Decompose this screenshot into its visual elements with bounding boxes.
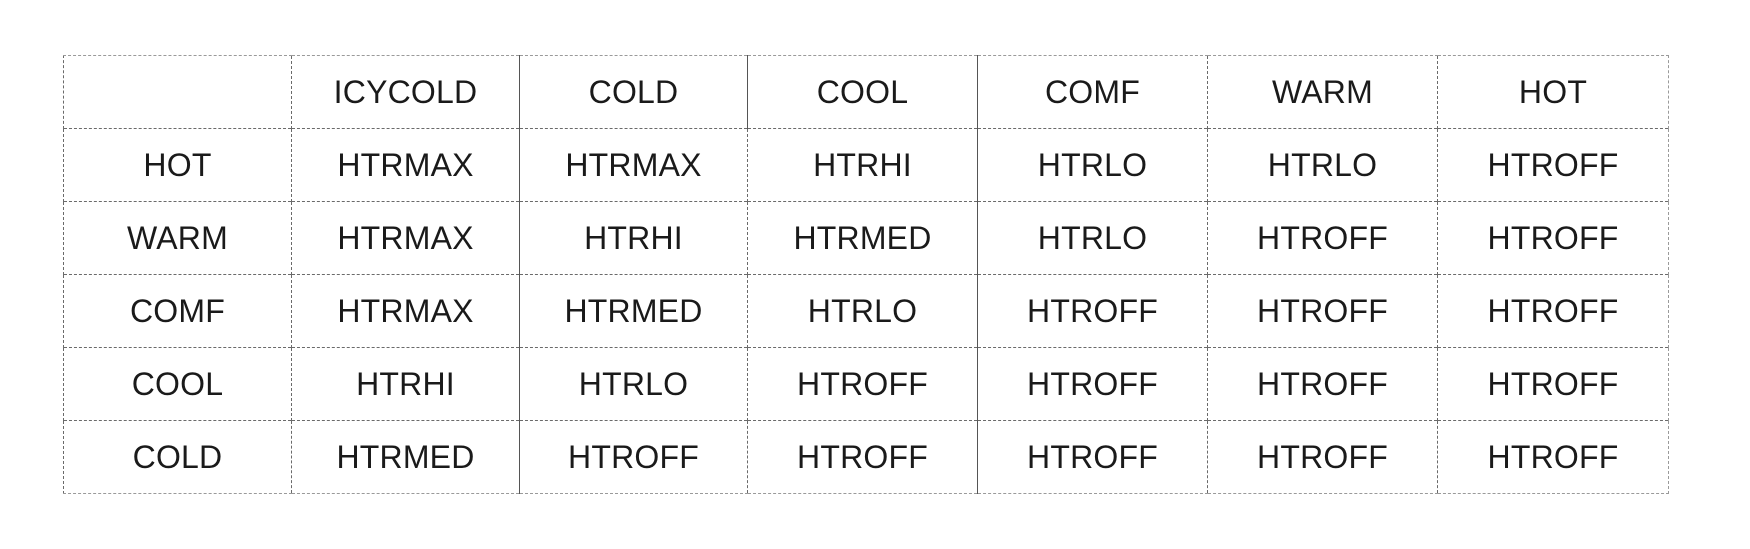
header-row: ICYCOLD COLD COOL COMF WARM HOT: [63, 55, 1669, 129]
table-cell: HTROFF: [977, 420, 1208, 494]
row-header: COLD: [63, 420, 292, 494]
table-cell: HTROFF: [747, 420, 978, 494]
table-cell: HTROFF: [747, 347, 978, 421]
corner-cell: [63, 55, 292, 129]
table-row: COOL HTRHI HTRLO HTROFF HTROFF HTROFF HT…: [63, 347, 1669, 421]
column-header: COLD: [519, 55, 748, 129]
row-header: HOT: [63, 128, 292, 202]
heater-lookup-table-container: ICYCOLD COLD COOL COMF WARM HOT HOT HTRM…: [63, 55, 1669, 494]
table-cell: HTROFF: [1207, 274, 1438, 348]
table-cell: HTROFF: [1437, 128, 1669, 202]
heater-lookup-table: ICYCOLD COLD COOL COMF WARM HOT HOT HTRM…: [63, 55, 1669, 494]
table-cell: HTROFF: [977, 274, 1208, 348]
column-header: ICYCOLD: [291, 55, 520, 129]
row-header: COOL: [63, 347, 292, 421]
table-cell: HTROFF: [977, 347, 1208, 421]
table-cell: HTRMAX: [291, 274, 520, 348]
table-cell: HTRLO: [1207, 128, 1438, 202]
table-cell: HTROFF: [1437, 274, 1669, 348]
table-cell: HTRMAX: [519, 128, 748, 202]
table-cell: HTRMED: [519, 274, 748, 348]
table-cell: HTROFF: [519, 420, 748, 494]
column-header: HOT: [1437, 55, 1669, 129]
table-row: COLD HTRMED HTROFF HTROFF HTROFF HTROFF …: [63, 420, 1669, 494]
table-row: HOT HTRMAX HTRMAX HTRHI HTRLO HTRLO HTRO…: [63, 128, 1669, 202]
table-cell: HTRLO: [519, 347, 748, 421]
row-header: WARM: [63, 201, 292, 275]
table-cell: HTRMED: [291, 420, 520, 494]
table-cell: HTROFF: [1207, 347, 1438, 421]
column-header: COMF: [977, 55, 1208, 129]
table-row: WARM HTRMAX HTRHI HTRMED HTRLO HTROFF HT…: [63, 201, 1669, 275]
table-cell: HTROFF: [1437, 347, 1669, 421]
table-cell: HTROFF: [1207, 201, 1438, 275]
table-cell: HTRHI: [291, 347, 520, 421]
table-cell: HTRMAX: [291, 128, 520, 202]
table-cell: HTRLO: [977, 128, 1208, 202]
table-cell: HTRHI: [519, 201, 748, 275]
table-cell: HTROFF: [1437, 420, 1669, 494]
row-header: COMF: [63, 274, 292, 348]
table-cell: HTRMAX: [291, 201, 520, 275]
table-cell: HTROFF: [1437, 201, 1669, 275]
table-cell: HTRHI: [747, 128, 978, 202]
table-row: COMF HTRMAX HTRMED HTRLO HTROFF HTROFF H…: [63, 274, 1669, 348]
table-cell: HTRMED: [747, 201, 978, 275]
table-cell: HTROFF: [1207, 420, 1438, 494]
column-header: WARM: [1207, 55, 1438, 129]
table-cell: HTRLO: [977, 201, 1208, 275]
table-cell: HTRLO: [747, 274, 978, 348]
column-header: COOL: [747, 55, 978, 129]
